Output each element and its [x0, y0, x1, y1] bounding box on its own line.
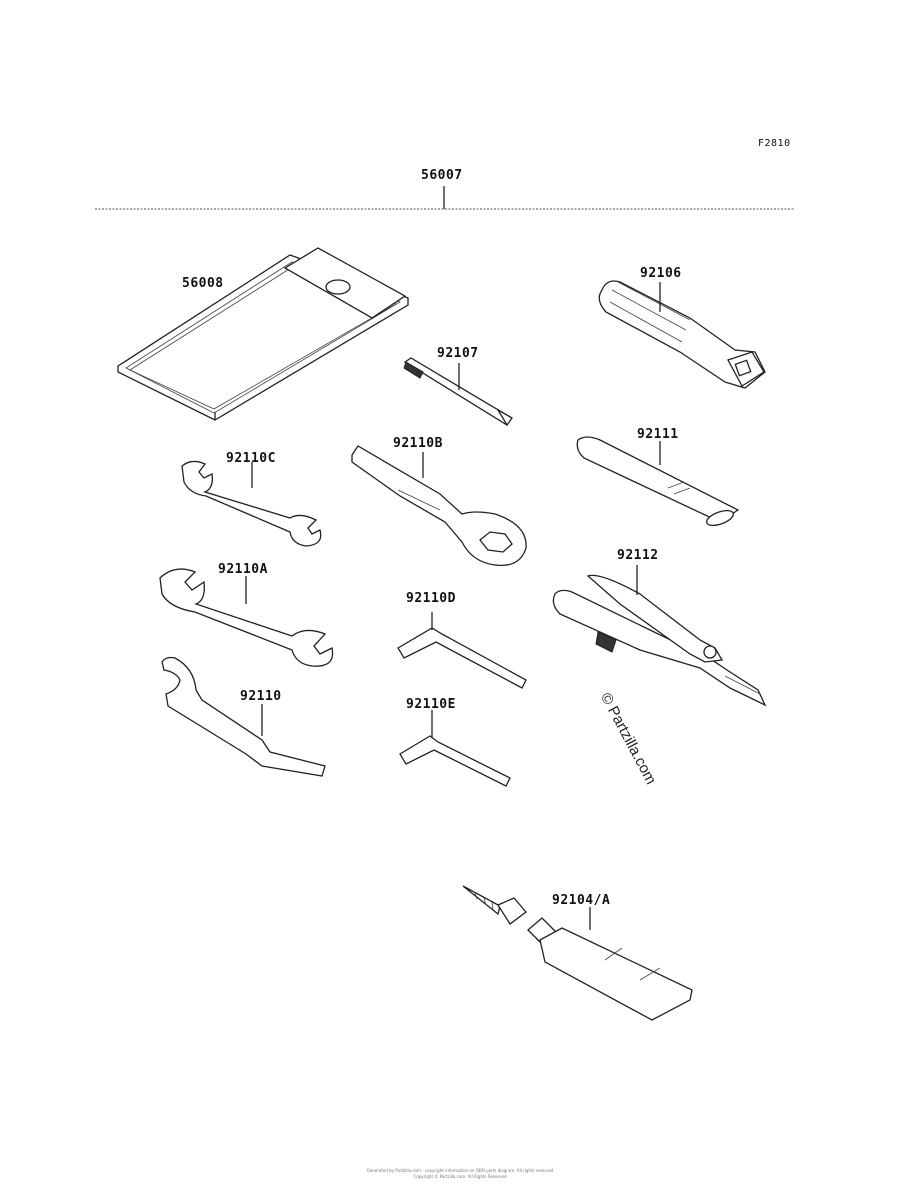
part-label-ring-wrench[interactable]: 92110B: [393, 436, 443, 451]
pliers-illustration[interactable]: [552, 565, 767, 707]
screwdriver-handle-illustration[interactable]: [598, 280, 766, 389]
part-label-hook-wrench[interactable]: 92110: [240, 689, 282, 704]
part-label-hex-key-e[interactable]: 92110E: [406, 697, 456, 712]
ring-wrench-illustration[interactable]: [351, 445, 527, 567]
hex-key-e-illustration[interactable]: [399, 710, 511, 787]
open-wrench-small-illustration[interactable]: [181, 460, 322, 547]
part-label-tool-bag[interactable]: 56008: [182, 276, 224, 291]
hex-key-d-illustration[interactable]: [397, 612, 527, 689]
open-wrench-large-illustration[interactable]: [159, 568, 334, 667]
part-label-pliers[interactable]: 92112: [617, 548, 659, 563]
part-label-screwdriver-handle[interactable]: 92106: [640, 266, 682, 281]
part-label-screwdriver-bit[interactable]: 92107: [437, 346, 479, 361]
part-label-hex-key-d[interactable]: 92110D: [406, 591, 456, 606]
hook-wrench-illustration[interactable]: [161, 656, 326, 777]
footer-line-1: Generated by Partzilla.com - copyright i…: [366, 1168, 554, 1173]
footer-line-2: Copyright © Partzilla.com. All Rights Re…: [413, 1174, 507, 1179]
extension-bar-illustration[interactable]: [576, 436, 740, 528]
assembly-label[interactable]: 56007: [421, 168, 463, 183]
part-label-extension-bar[interactable]: 92111: [637, 427, 679, 442]
part-label-grease-tube[interactable]: 92104/A: [552, 893, 611, 908]
part-label-open-wrench-small[interactable]: 92110C: [226, 451, 276, 466]
part-label-open-wrench-large[interactable]: 92110A: [218, 562, 268, 577]
diagram-code: F2810: [758, 138, 791, 149]
tool-bag-illustration[interactable]: [117, 247, 409, 421]
assembly-bracket: [95, 186, 795, 210]
grease-tube-illustration[interactable]: [462, 885, 693, 1021]
screwdriver-bit-illustration[interactable]: [403, 357, 513, 427]
